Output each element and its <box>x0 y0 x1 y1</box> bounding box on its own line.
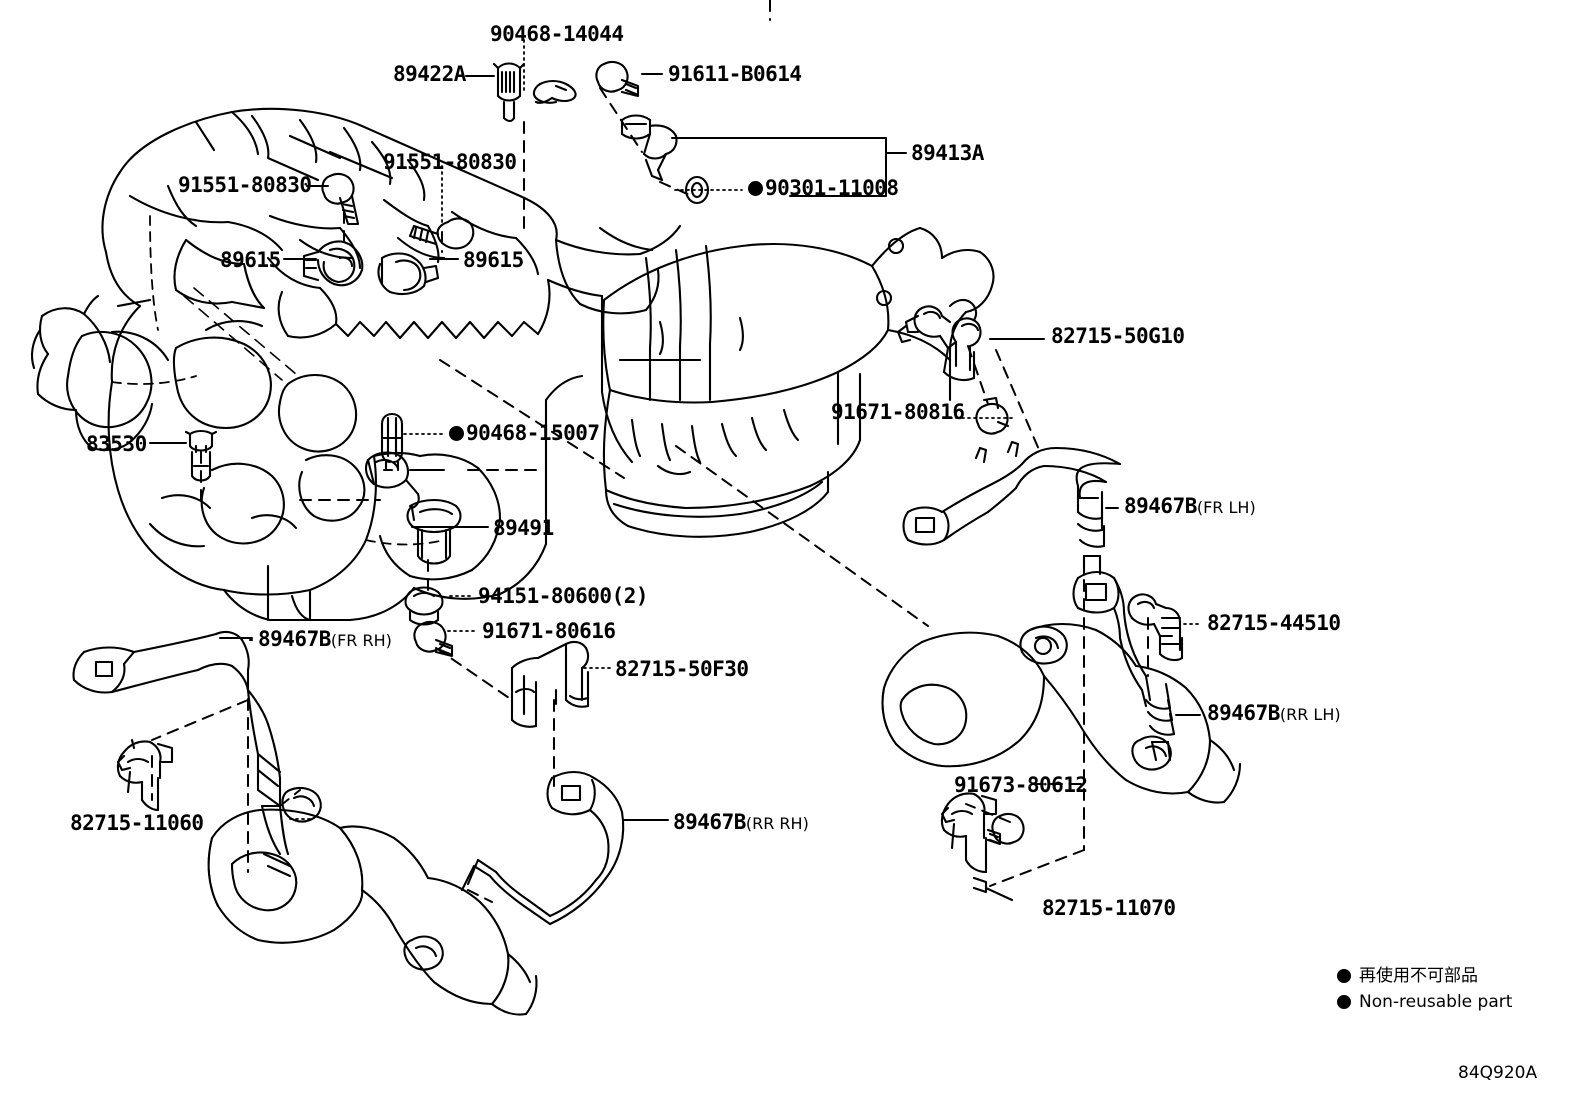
leader-lines-dotted <box>285 39 1203 820</box>
bolt-91671-80816-drawing <box>975 396 1010 435</box>
part-number-text: 89615 <box>220 248 281 272</box>
assembly-dashed-lines <box>151 0 1149 903</box>
clip-90468-14044-drawing <box>532 79 577 104</box>
part-label-91671-80816[interactable]: 91671-80816 <box>831 402 965 423</box>
part-label-82715-50G10[interactable]: 82715-50G10 <box>1051 326 1185 347</box>
part-label-89467B-RR-LH[interactable]: 89467B(RR LH) <box>1207 703 1341 724</box>
bolt-91551-80830-top-drawing <box>408 217 475 250</box>
part-label-90301-11008[interactable]: 90301-11008 <box>748 178 899 199</box>
part-number-text: 89467B <box>673 810 746 834</box>
bolt-91671-80616-drawing <box>413 620 454 658</box>
part-number-text: 89467B <box>1124 494 1197 518</box>
part-label-89615-left[interactable]: 89615 <box>220 250 281 271</box>
legend-japanese-text: 再使用不可部品 <box>1359 966 1478 986</box>
bolt-91611-B0614-drawing <box>595 60 640 98</box>
clamp-82715-11070-drawing <box>940 792 1014 902</box>
bolt-91551-80830-left-drawing <box>321 172 360 226</box>
legend: 再使用不可部品 Non-reusable part <box>1337 963 1512 1015</box>
part-label-82715-11060[interactable]: 82715-11060 <box>70 813 204 834</box>
clamp-82715-11060-drawing <box>116 738 174 812</box>
o2-sensor-rr-lh-drawing <box>1072 570 1176 762</box>
part-number-text: 90301-11008 <box>765 176 899 200</box>
figure-code: 84Q920A <box>1458 1063 1538 1083</box>
part-label-83530[interactable]: 83530 <box>86 434 147 455</box>
part-number-text: 91551-80830 <box>383 150 517 174</box>
leader-lines-solid <box>149 73 1201 821</box>
part-number-text: 91673-80612 <box>954 773 1088 797</box>
nut-94151-80600-drawing <box>404 586 444 626</box>
part-label-90468-15007[interactable]: 90468-15007 <box>449 423 600 444</box>
sensor-89422A-drawing <box>492 62 526 123</box>
valve-89491-drawing <box>364 451 462 565</box>
part-number-text: 91671-80816 <box>831 400 965 424</box>
part-number-text: 90468-15007 <box>466 421 600 445</box>
part-number-text: 82715-11070 <box>1042 896 1176 920</box>
bracket-82715-50F30-drawing <box>510 640 590 728</box>
part-number-text: 94151-80600(2) <box>478 584 649 608</box>
part-number-text: 91551-80830 <box>178 173 312 197</box>
transmission-drawing <box>602 226 995 538</box>
part-number-text: 82715-44510 <box>1207 611 1341 635</box>
part-number-text: 89467B <box>1207 701 1280 725</box>
part-label-89615-right[interactable]: 89615 <box>463 250 524 271</box>
part-label-90468-14044[interactable]: 90468-14044 <box>490 24 624 45</box>
legend-english-text: Non-reusable part <box>1359 992 1513 1012</box>
sensor-89615-right-drawing <box>377 252 440 296</box>
part-number-text: 91671-80616 <box>482 619 616 643</box>
o2-sensor-fr-lh-drawing <box>902 440 1122 576</box>
non-reusable-dot-icon <box>748 181 763 196</box>
part-number-text: 89422A <box>393 62 466 86</box>
sensor-83530-drawing <box>184 429 218 482</box>
hidden-outline-hints <box>111 215 1211 1005</box>
part-number-text: 82715-50F30 <box>615 657 749 681</box>
part-label-82715-11070[interactable]: 82715-11070 <box>1042 898 1176 919</box>
exhaust-manifold-left-drawing <box>207 786 538 1016</box>
part-label-89467B-RR-RH[interactable]: 89467B(RR RH) <box>673 812 809 833</box>
part-number-text: 82715-11060 <box>70 811 204 835</box>
part-position-suffix: (FR LH) <box>1196 498 1256 517</box>
legend-row-japanese: 再使用不可部品 <box>1337 963 1512 989</box>
part-label-82715-50F30[interactable]: 82715-50F30 <box>615 659 749 680</box>
part-label-94151-80600[interactable]: 94151-80600(2) <box>478 584 649 608</box>
bolt-91673-80612-drawing <box>986 812 1025 846</box>
part-number-text: 89615 <box>463 248 524 272</box>
part-position-suffix: (FR RH) <box>330 631 392 650</box>
part-label-89467B-FR-LH[interactable]: 89467B(FR LH) <box>1124 496 1256 517</box>
part-label-91671-80616[interactable]: 91671-80616 <box>482 621 616 642</box>
part-number-text: 82715-50G10 <box>1051 324 1185 348</box>
o2-sensor-fr-rh-drawing <box>72 630 292 878</box>
part-label-91551-80830-left[interactable]: 91551-80830 <box>178 175 312 196</box>
part-number-text: 89491 <box>493 516 554 540</box>
part-label-89467B-FR-RH[interactable]: 89467B(FR RH) <box>258 629 392 650</box>
non-reusable-dot-icon <box>449 426 464 441</box>
part-label-91611-B0614[interactable]: 91611-B0614 <box>668 64 802 85</box>
part-number-text: 89467B <box>258 627 331 651</box>
part-position-suffix: (RR RH) <box>745 814 809 833</box>
part-label-89422A[interactable]: 89422A <box>393 64 466 85</box>
filled-circle-icon <box>1337 969 1351 983</box>
sensor-89413A-drawing <box>620 114 678 182</box>
part-label-91673-80612[interactable]: 91673-80612 <box>954 775 1088 796</box>
legend-row-english: Non-reusable part <box>1337 989 1512 1015</box>
exhaust-manifold-right-drawing <box>881 623 1242 804</box>
part-position-suffix: (RR LH) <box>1279 705 1341 724</box>
o2-sensor-rr-rh-drawing <box>460 770 625 926</box>
oring-90301-11008-drawing <box>684 175 710 205</box>
part-number-text: 89413A <box>911 141 984 165</box>
part-label-91551-80830-top[interactable]: 91551-80830 <box>383 152 517 173</box>
filled-circle-icon <box>1337 995 1351 1009</box>
part-label-89413A[interactable]: 89413A <box>911 143 984 164</box>
part-label-82715-44510[interactable]: 82715-44510 <box>1207 613 1341 634</box>
engine-block-drawing <box>30 107 682 622</box>
part-number-text: 83530 <box>86 432 147 456</box>
clamp-82715-44510-drawing <box>1127 593 1184 662</box>
part-number-text: 90468-14044 <box>490 22 624 46</box>
part-number-text: 91611-B0614 <box>668 62 802 86</box>
part-label-89491[interactable]: 89491 <box>493 518 554 539</box>
